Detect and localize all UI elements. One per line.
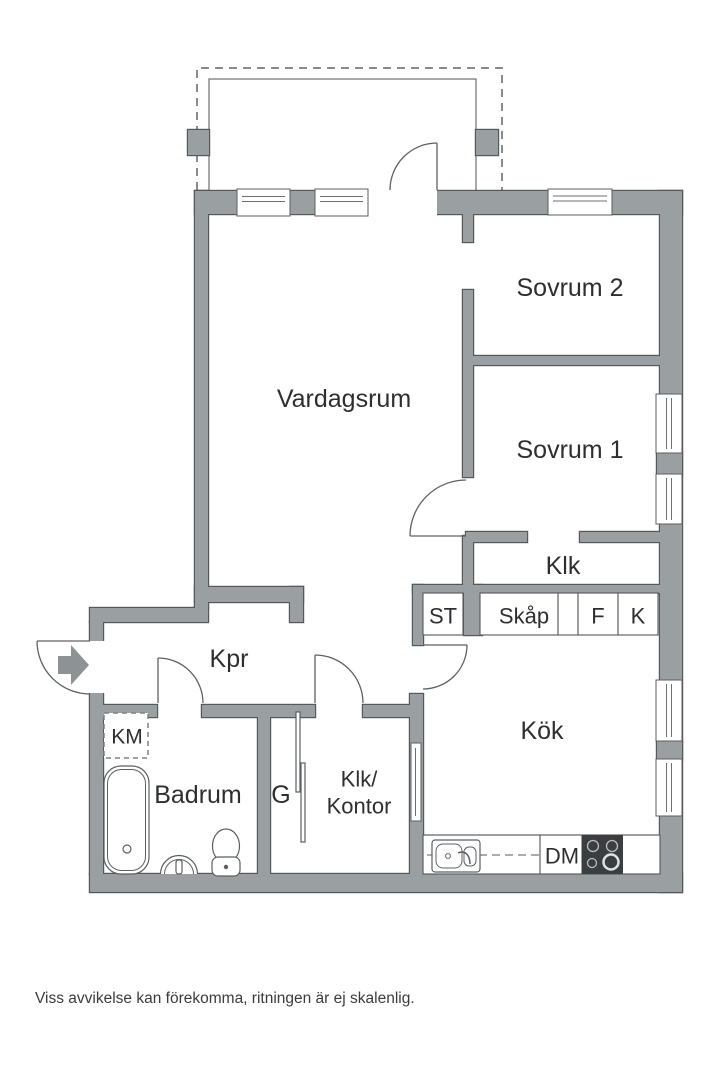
closet-row <box>422 592 659 636</box>
stove <box>582 835 623 874</box>
label-badrum: Badrum <box>154 781 242 809</box>
doors <box>36 142 468 843</box>
label-klk: Klk <box>546 552 581 580</box>
label-st: ST <box>429 604 457 629</box>
label-f: F <box>591 604 604 629</box>
front-door <box>36 640 91 695</box>
disclaimer-text: Viss avvikelse kan förekomma, ritningen … <box>35 990 415 1007</box>
label-klk-kontor-1: Klk/ <box>341 767 379 792</box>
label-km: KM <box>111 726 143 749</box>
badrum-door <box>157 657 204 704</box>
toilet <box>211 828 241 877</box>
label-kok: Kök <box>520 717 564 745</box>
window-right-1 <box>655 393 683 454</box>
front-door-opening <box>88 641 105 693</box>
windows <box>236 188 683 822</box>
klk-kontor-door <box>314 654 364 704</box>
wall-openings <box>88 189 437 693</box>
sliding-door-panels <box>295 711 306 843</box>
label-g: G <box>271 781 290 809</box>
bathroom-sink <box>159 854 199 875</box>
kitchen-door <box>422 644 468 690</box>
bathtub <box>103 765 150 875</box>
labels: Vardagsrum Sovrum 2 Sovrum 1 Klk Kpr Bad… <box>35 274 646 1007</box>
window-right-4 <box>655 758 683 817</box>
window-right-3 <box>655 679 683 742</box>
window-top-3 <box>547 188 613 216</box>
sovrum1-door <box>409 479 467 537</box>
balcony <box>196 67 503 192</box>
kitchen-fixtures <box>422 834 661 875</box>
entry-arrow-icon <box>58 645 89 685</box>
label-sovrum1: Sovrum 1 <box>517 436 624 464</box>
balcony-door-opening <box>368 189 437 216</box>
label-k: K <box>631 604 646 629</box>
label-sovrum2: Sovrum 2 <box>517 274 624 302</box>
closet-strip-box <box>479 592 659 636</box>
kitchen-sink <box>431 839 481 873</box>
label-vardagsrum: Vardagsrum <box>277 385 411 413</box>
window-right-2 <box>655 473 683 525</box>
balcony-door <box>389 142 438 191</box>
washing-machine-box <box>103 712 149 759</box>
label-dm: DM <box>545 844 579 869</box>
label-kpr: Kpr <box>210 645 249 673</box>
label-skap: Skåp <box>499 604 549 629</box>
closet-st-box <box>422 592 464 636</box>
balcony-floor <box>208 78 477 192</box>
window-top-2 <box>314 188 369 217</box>
bathroom-fixtures <box>103 712 241 877</box>
label-klk-kontor-2: Kontor <box>327 794 392 819</box>
window-top-1 <box>236 188 291 217</box>
interior-window-slot <box>410 742 422 822</box>
